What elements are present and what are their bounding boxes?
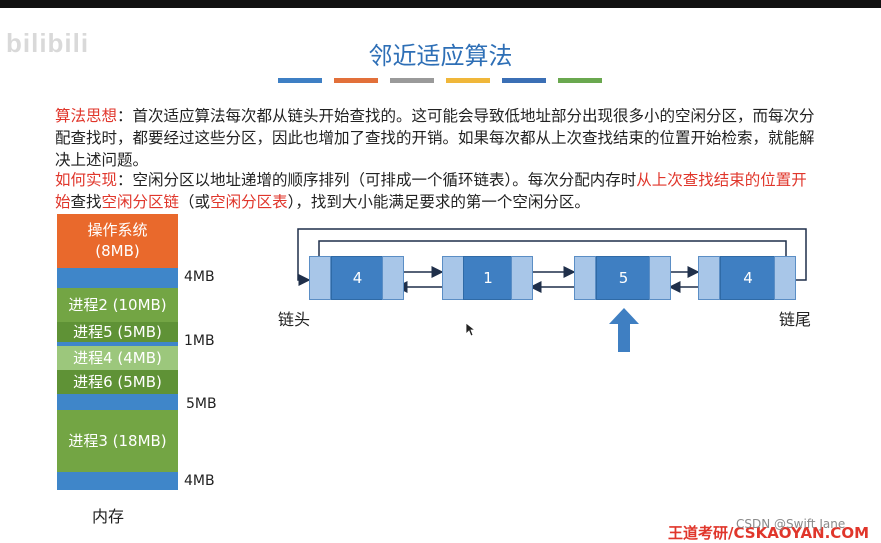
os-block-name: 操作系统	[87, 221, 148, 239]
implementation-highlight-chain: 空闲分区链	[101, 193, 180, 211]
implementation-text-c: 查找	[70, 193, 102, 211]
node-prev-field	[698, 256, 720, 300]
algorithm-idea-label: 算法思想	[55, 107, 118, 125]
list-node: 4	[698, 256, 796, 300]
node-next-field	[382, 256, 404, 300]
implementation-text-g: ），找到大小能满足要求的第一个空闲分区。	[287, 193, 590, 211]
free-size-label: 1MB	[184, 333, 215, 349]
process-5-block: 进程5 (5MB)	[57, 322, 178, 342]
list-head-label: 链头	[278, 310, 311, 329]
implementation-text-e: （或	[179, 193, 211, 211]
implementation-label: 如何实现	[55, 171, 118, 189]
stripe	[446, 78, 490, 83]
process-2-block: 进程2 (10MB)	[57, 288, 178, 322]
page-title: 邻近适应算法	[368, 42, 513, 70]
process-4-block: 进程4 (4MB)	[57, 346, 178, 370]
implementation-text-a: ：空闲分区以地址递增的顺序排列（可排成一个循环链表）。每次分配内存时	[117, 171, 637, 189]
process-3-block: 进程3 (18MB)	[57, 410, 178, 472]
free-block	[57, 394, 178, 410]
memory-label: 内存	[92, 507, 125, 526]
stripe	[390, 78, 434, 83]
current-position-arrow	[609, 308, 639, 352]
os-block-size: (8MB)	[95, 242, 140, 260]
node-size: 4	[331, 256, 384, 300]
os-block: 操作系统 (8MB)	[57, 214, 178, 268]
node-size: 1	[463, 256, 513, 300]
node-next-field	[649, 256, 671, 300]
process-6-block: 进程6 (5MB)	[57, 370, 178, 394]
free-block	[57, 342, 178, 346]
implementation-highlight-table: 空闲分区表	[210, 193, 288, 211]
top-bar	[0, 0, 881, 8]
node-size: 4	[720, 256, 776, 300]
algorithm-idea-body: ：首次适应算法每次都从链头开始查找的。这可能会导致低地址部分出现很多小的空闲分区…	[55, 107, 815, 169]
list-node: 1	[442, 256, 533, 300]
free-block	[57, 268, 178, 288]
node-size: 5	[596, 256, 651, 300]
node-prev-field	[574, 256, 596, 300]
stripe	[502, 78, 546, 83]
brand-logo: bilibili	[6, 28, 90, 58]
mouse-cursor-icon	[465, 322, 477, 341]
algorithm-idea-paragraph: 算法思想：首次适应算法每次都从链头开始查找的。这可能会导致低地址部分出现很多小的…	[55, 105, 815, 171]
footer-site: 王道考研/CSKAOYAN.COM	[668, 524, 869, 542]
implementation-highlight-start: 从上次查找结束的位置开始	[55, 171, 807, 211]
stripe	[334, 78, 378, 83]
list-node: 4	[309, 256, 404, 300]
free-size-label: 5MB	[186, 396, 217, 412]
circular-link-arrow	[297, 228, 807, 286]
list-tail-label: 链尾	[779, 310, 812, 329]
free-block	[57, 472, 178, 490]
free-size-label: 4MB	[184, 473, 215, 489]
node-prev-field	[309, 256, 331, 300]
watermark: CSDN @Swift Jane	[736, 517, 846, 531]
stripe	[558, 78, 602, 83]
implementation-paragraph: 如何实现：空闲分区以地址递增的顺序排列（可排成一个循环链表）。每次分配内存时从上…	[55, 169, 815, 213]
list-node: 5	[574, 256, 671, 300]
node-next-field	[511, 256, 533, 300]
free-size-label: 4MB	[184, 269, 215, 285]
title-stripes	[278, 78, 602, 83]
node-prev-field	[442, 256, 464, 300]
stripe	[278, 78, 322, 83]
node-next-field	[774, 256, 796, 300]
